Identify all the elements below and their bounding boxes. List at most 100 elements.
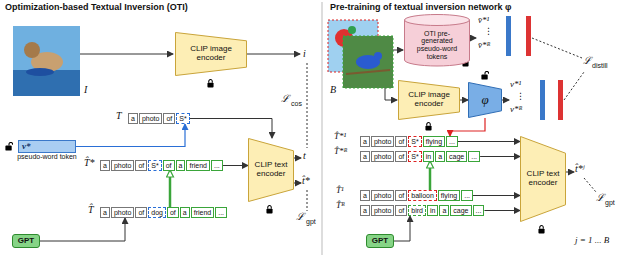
label-wrap: OTI pre-generated pseudo-word tokens — [404, 14, 470, 66]
word-token: bird — [408, 205, 426, 216]
word-token: of — [163, 113, 175, 124]
connector — [76, 124, 185, 147]
label-wrap: CLIP image encoder — [175, 32, 247, 76]
word-token: ... — [473, 205, 485, 216]
panel-title: Optimization-based Textual Inversion (OT… — [5, 3, 188, 13]
image-encoder: CLIP image encoder — [175, 32, 247, 76]
label-wrap: CLIP text encoder — [248, 138, 294, 202]
word-token: in — [423, 151, 434, 162]
math-label: gpt — [306, 218, 316, 226]
word-token: a — [435, 151, 445, 162]
word-token: a — [360, 136, 370, 147]
math-label: j = 1 ... B — [575, 236, 609, 246]
trapezoid-outline — [176, 33, 247, 76]
math-label: T̂* — [84, 157, 95, 168]
word-token: of — [395, 136, 407, 147]
math-label: ℒ — [296, 211, 304, 222]
math-label: gpt — [605, 199, 615, 207]
math-label: T̂*¹ — [334, 132, 346, 142]
math-label: ℒ — [583, 55, 591, 66]
word-token: in — [427, 205, 438, 216]
math-label: T̂¹ — [336, 186, 344, 196]
word-token: photo — [371, 151, 395, 162]
cylinder-top — [405, 15, 470, 26]
text-encoder: CLIP text encoder — [248, 138, 294, 202]
math-label: t — [303, 150, 306, 161]
box-text: GPT — [18, 236, 34, 246]
math-label: ℒ — [281, 93, 289, 104]
word-token: a — [100, 160, 110, 171]
word-token: of — [163, 160, 175, 171]
word-token: a — [176, 160, 186, 171]
word-token: S* — [408, 151, 421, 162]
math-label: B — [330, 84, 336, 95]
connector — [429, 162, 432, 190]
word-token: a — [360, 190, 370, 201]
word-token: of — [395, 151, 407, 162]
word-token: photo — [111, 207, 135, 218]
word-token: cage — [450, 205, 471, 216]
connector — [169, 171, 172, 207]
inversion-network: φ — [468, 82, 502, 118]
connector — [484, 210, 520, 211]
box-text: GPT — [372, 236, 388, 246]
math-label: I — [84, 84, 87, 95]
connector — [480, 156, 520, 157]
node-text: CLIP image encoder — [403, 91, 455, 109]
prompt-row: aphotoofS* — [128, 113, 190, 124]
node-text: CLIP image encoder — [180, 45, 242, 63]
token-caption: pseudo-word token — [17, 153, 77, 161]
math-label: T — [116, 110, 122, 121]
label-wrap: CLIP text encoder — [520, 136, 566, 222]
trapezoid-outline — [521, 137, 566, 222]
gpt-box: GPT — [12, 234, 40, 248]
image-encoder: CLIP image encoder — [398, 80, 460, 120]
math-label: distill — [592, 62, 608, 70]
connector — [190, 119, 272, 139]
vector-bars — [506, 16, 563, 120]
word-token: friend — [186, 160, 210, 171]
word-token: S* — [408, 136, 421, 147]
word-token: cage — [446, 151, 467, 162]
trapezoid-outline — [399, 81, 460, 120]
word-token: a — [439, 205, 449, 216]
connector — [473, 195, 520, 196]
cylinder-body — [405, 20, 470, 66]
label-wrap: φ — [468, 82, 502, 118]
math-label: v̄*¹ — [478, 16, 489, 26]
word-token: photo — [371, 136, 395, 147]
word-token: S* — [176, 113, 189, 124]
word-token: flying — [438, 190, 460, 201]
node-text: OTI pre-generated pseudo-word tokens — [409, 30, 465, 61]
token-store: OTI pre-generated pseudo-word tokens — [404, 14, 470, 66]
word-token: ... — [461, 190, 473, 201]
word-token: of — [167, 207, 179, 218]
prompt-row: aphotoofS*flying... — [360, 136, 458, 147]
word-token: photo — [139, 113, 163, 124]
word-token: photo — [111, 160, 135, 171]
token-box: v*pseudo-word token — [18, 140, 76, 153]
static-arrows — [80, 38, 574, 183]
math-label: cos — [291, 100, 302, 108]
word-token: a — [128, 113, 138, 124]
math-label: v*ᴮ — [510, 105, 522, 115]
connector — [40, 218, 125, 241]
word-token: friend — [191, 207, 215, 218]
word-token: a — [360, 151, 370, 162]
trapezoid-outline — [469, 83, 502, 118]
word-token: flying — [423, 136, 445, 147]
word-token: a — [360, 205, 370, 216]
lock-icons — [5, 59, 544, 234]
math-label: t̂* — [302, 175, 310, 186]
prompt-row: aphotoofS*ofafriend... — [100, 160, 223, 171]
token-symbol: v* — [22, 141, 31, 152]
node-text: φ — [481, 93, 488, 107]
prompt-row: aphotoofdogofafriend... — [100, 207, 227, 218]
node-text: CLIP text encoder — [525, 170, 561, 188]
word-token: dog — [148, 207, 166, 218]
word-token: S* — [148, 160, 161, 171]
prompt-row: aphotoofbirdinacage... — [360, 205, 484, 216]
connector — [394, 216, 410, 241]
word-token: ... — [468, 151, 480, 162]
